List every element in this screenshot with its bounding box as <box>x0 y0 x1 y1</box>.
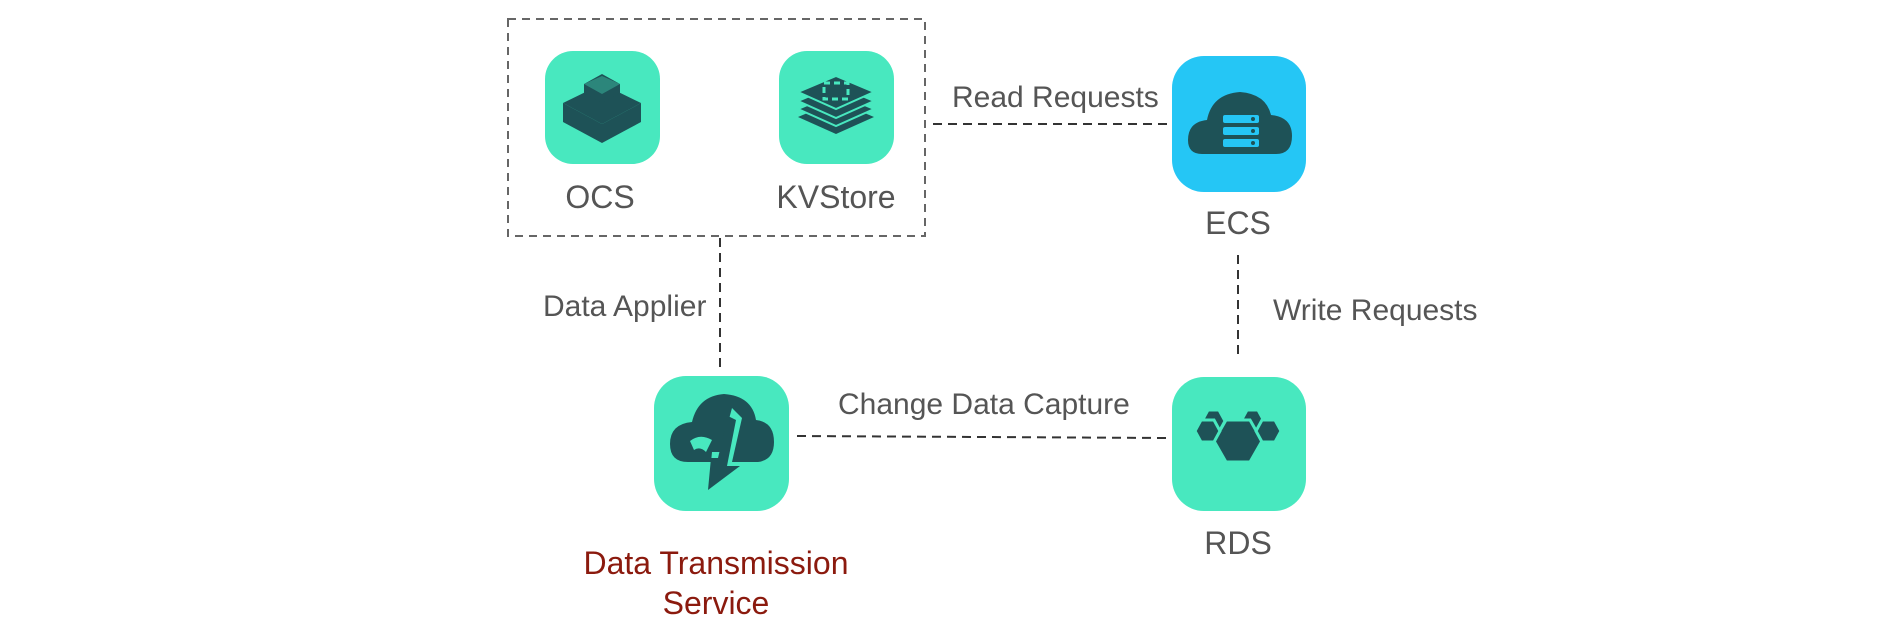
ecs-cloud-server-icon <box>1188 92 1292 154</box>
read-requests-label: Read Requests <box>952 81 1159 114</box>
write-requests-label: Write Requests <box>1273 294 1478 327</box>
ecs-node: ECS <box>1172 56 1306 241</box>
dts-node: Data Transmission Service <box>584 376 849 621</box>
kvstore-label: KVStore <box>776 179 895 215</box>
ocs-label: OCS <box>565 179 634 215</box>
cache-group-box <box>507 18 926 237</box>
kvstore-node: KVStore <box>776 51 896 215</box>
change-data-capture-label: Change Data Capture <box>838 388 1130 421</box>
rds-hexagons-icon <box>1193 408 1283 464</box>
ocs-icon <box>563 74 641 143</box>
dts-cloud-bolt-icon <box>670 394 774 494</box>
ecs-label: ECS <box>1205 205 1271 241</box>
data-applier-label: Data Applier <box>543 290 706 323</box>
ocs-node: OCS <box>545 51 660 215</box>
rds-label: RDS <box>1204 525 1272 561</box>
dts-label-line1: Data Transmission <box>584 545 849 581</box>
change-data-capture-connector <box>796 435 1169 439</box>
dts-label-line2: Service <box>663 585 770 621</box>
kvstore-icon <box>795 74 877 134</box>
rds-node: RDS <box>1172 377 1306 561</box>
